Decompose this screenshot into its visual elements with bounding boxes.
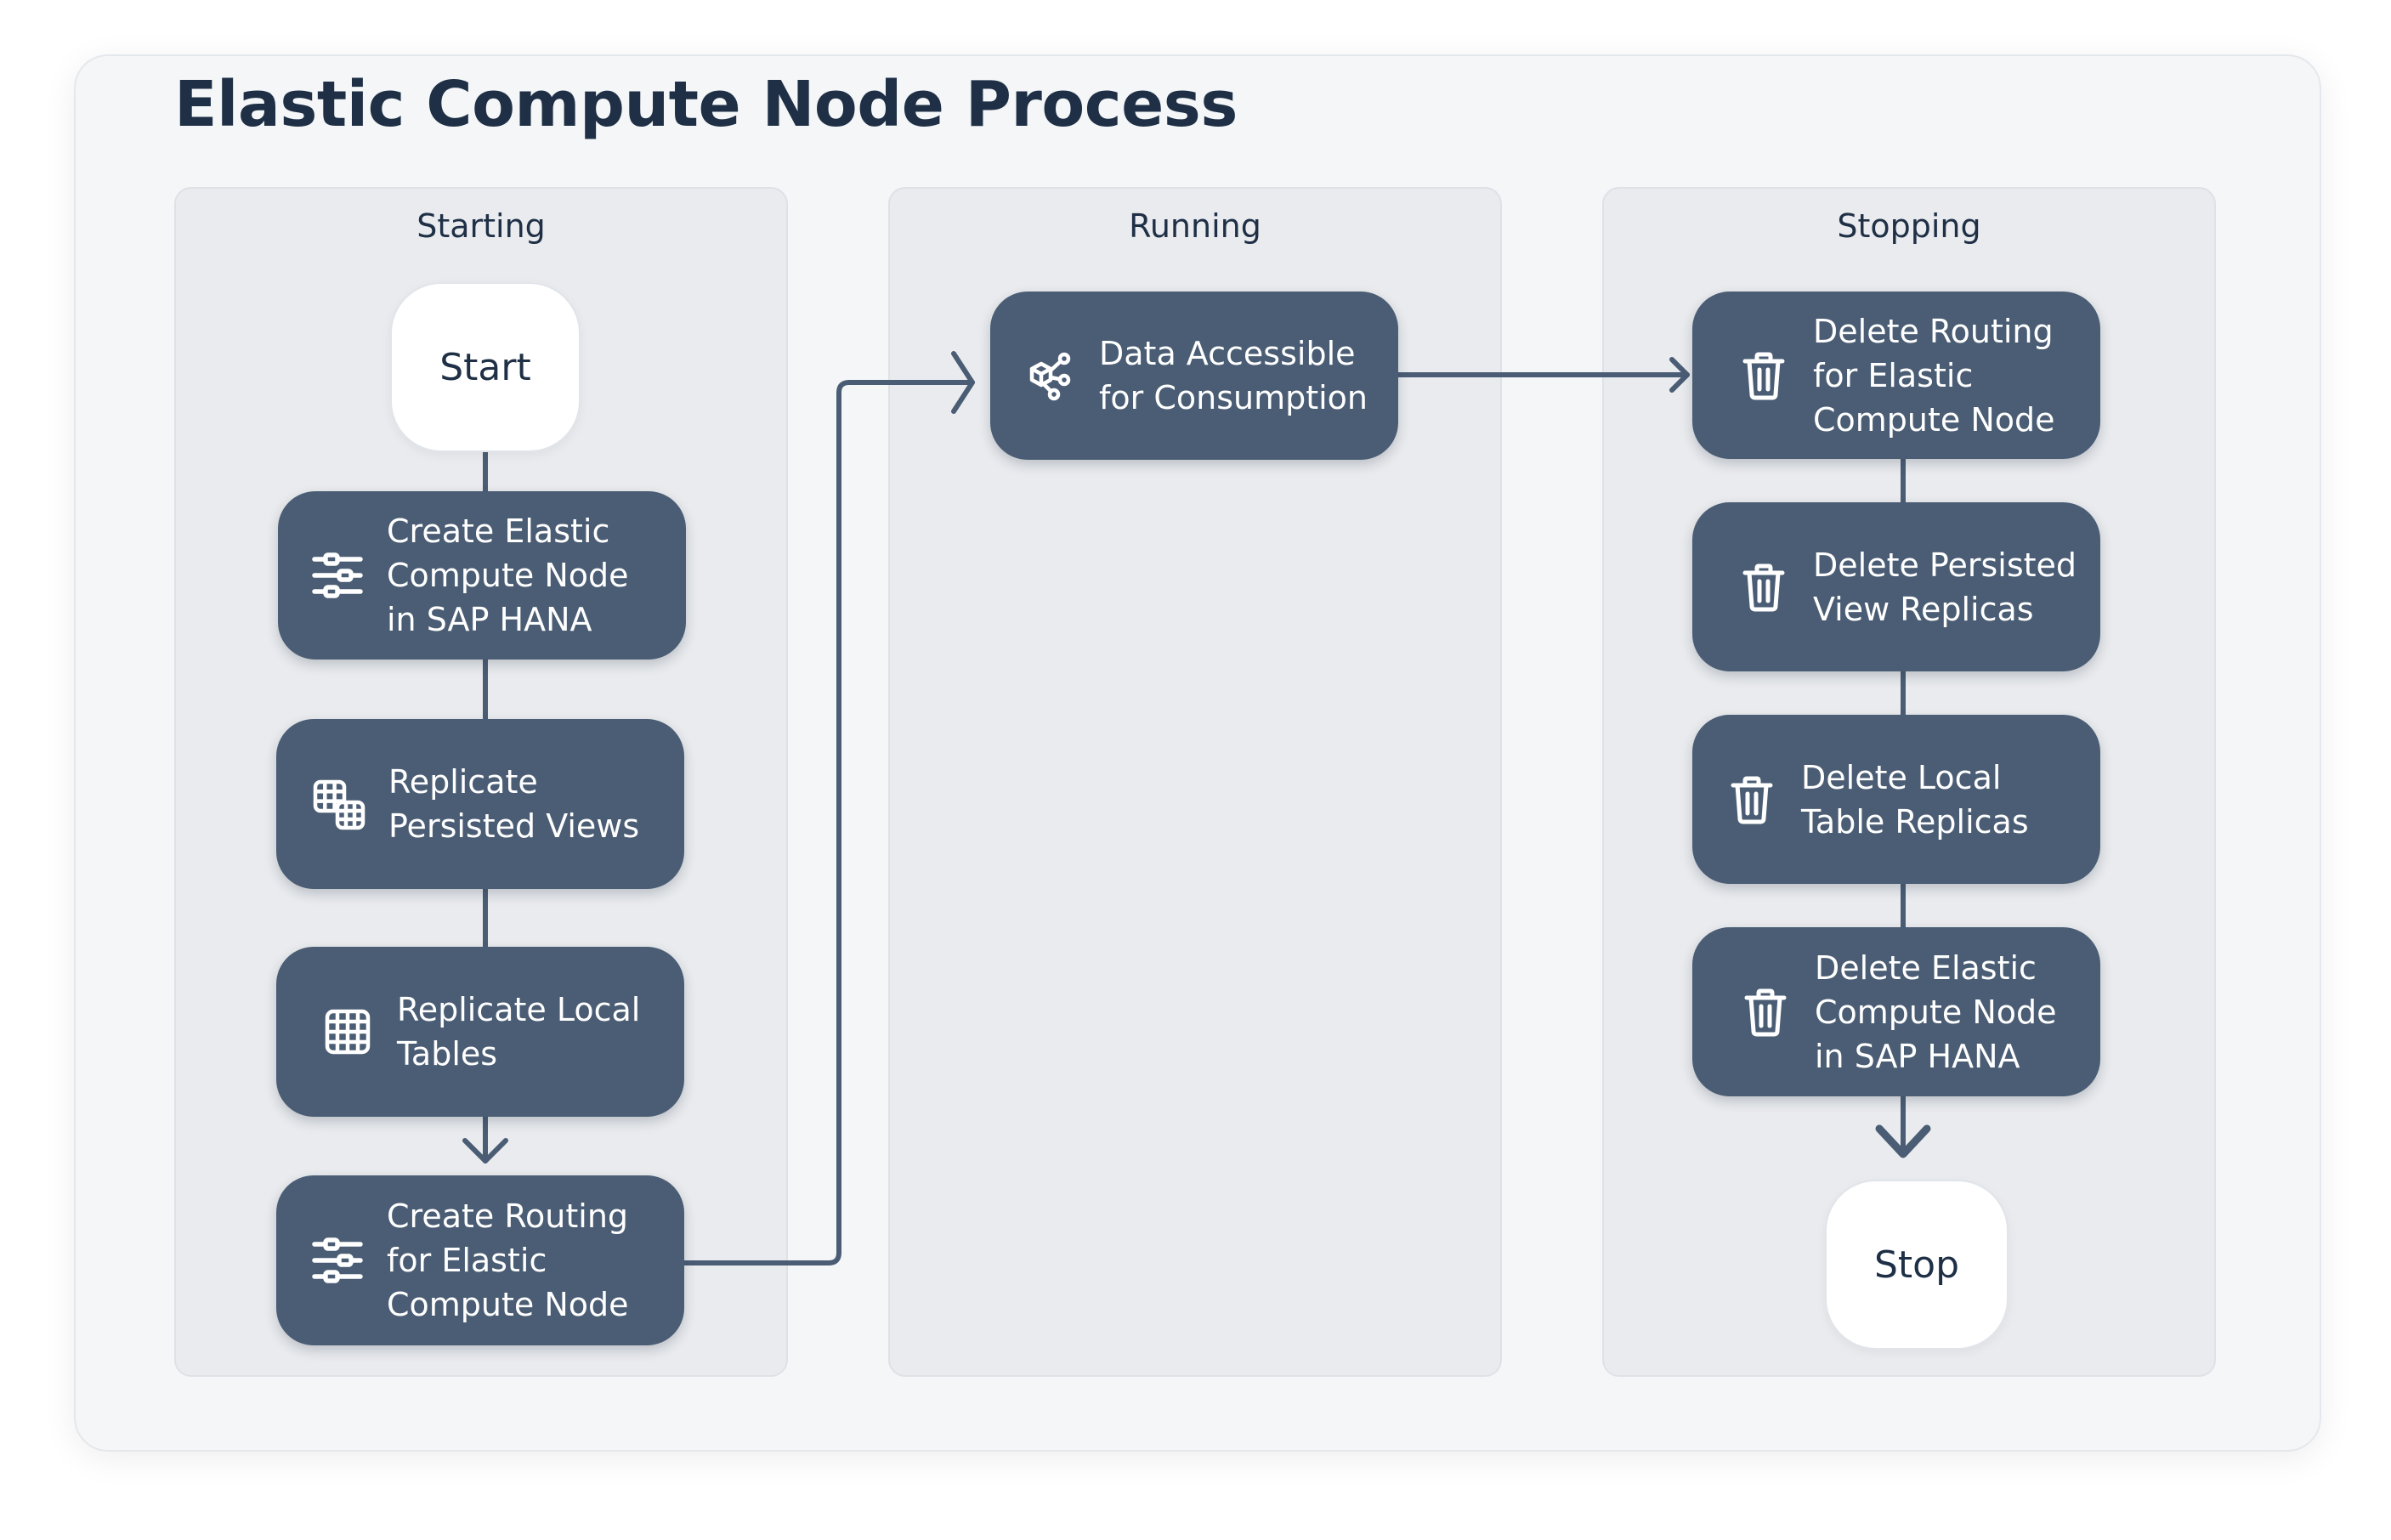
routing-icon [309, 1231, 366, 1289]
node-delete-ecn-label: Delete Elastic Compute Node in SAP HANA [1815, 948, 2057, 1075]
connector-replicate-tables-to-create-routing [462, 1114, 508, 1163]
node-replicate-tables: Replicate Local Tables [276, 947, 684, 1117]
start-terminal: Start [390, 282, 581, 452]
diagram-title: Elastic Compute Node Process [174, 68, 1238, 141]
node-data-accessible-label: Data Accessible for Consumption [1099, 335, 1368, 416]
node-delete-tables: Delete Local Table Replicas [1692, 715, 2100, 884]
node-create-ecn-label: Create Elastic Compute Node in SAP HANA [387, 512, 629, 638]
trash-icon [1735, 347, 1793, 405]
node-create-ecn: Create Elastic Compute Node in SAP HANA [278, 491, 686, 660]
connector-data-accessible-to-delete-routing [1394, 357, 1690, 393]
node-replicate-views-label: Replicate Persisted Views [388, 763, 640, 845]
views-icon [310, 775, 368, 833]
trash-icon [1737, 983, 1794, 1041]
trash-icon [1735, 558, 1793, 616]
node-replicate-views: Replicate Persisted Views [276, 719, 684, 889]
node-data-accessible: Data Accessible for Consumption [990, 292, 1398, 460]
node-delete-routing: Delete Routing for Elastic Compute Node [1692, 292, 2100, 459]
stop-terminal: Stop [1825, 1180, 2009, 1350]
connector-create-routing-to-data-accessible [682, 351, 975, 1265]
node-create-routing-label: Create Routing for Elastic Compute Node [387, 1197, 629, 1323]
trash-icon [1723, 771, 1781, 829]
node-delete-views: Delete Persisted View Replicas [1692, 502, 2100, 671]
node-delete-views-label: Delete Persisted View Replicas [1813, 546, 2077, 628]
network-icon [1021, 347, 1079, 405]
lane-title-starting: Starting [416, 207, 546, 245]
connector-delete-ecn-to-stop [1875, 1094, 1931, 1158]
lane-title-stopping: Stopping [1837, 207, 1981, 245]
node-replicate-tables-label: Replicate Local Tables [397, 991, 641, 1073]
routing-icon [309, 546, 366, 604]
node-delete-ecn: Delete Elastic Compute Node in SAP HANA [1692, 927, 2100, 1096]
node-delete-tables-label: Delete Local Table Replicas [1801, 758, 2029, 841]
lane-title-running: Running [1129, 207, 1261, 245]
table-icon [319, 1003, 377, 1061]
node-delete-routing-label: Delete Routing for Elastic Compute Node [1813, 312, 2055, 439]
node-create-routing: Create Routing for Elastic Compute Node [276, 1175, 684, 1345]
